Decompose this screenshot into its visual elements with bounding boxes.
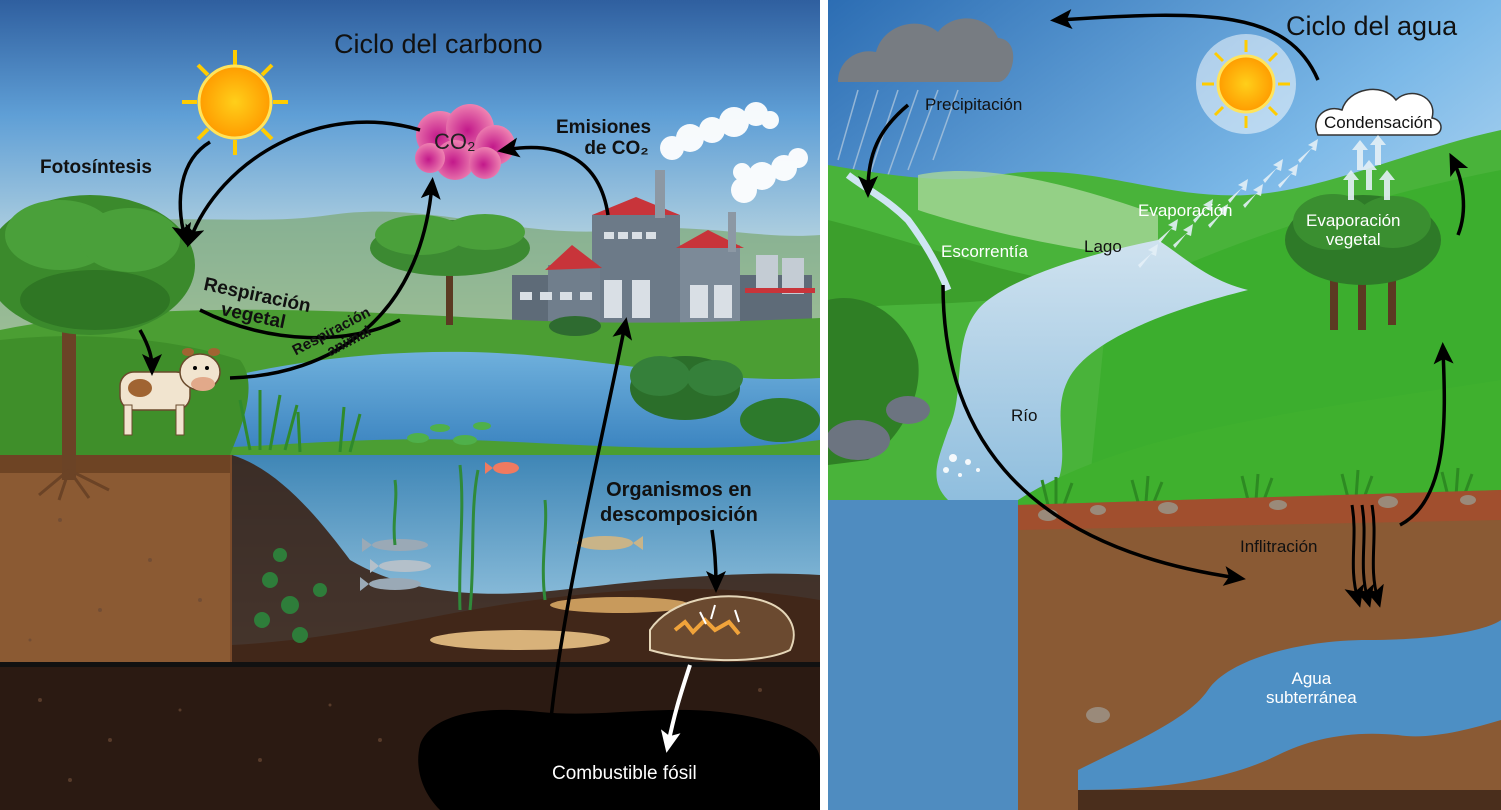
cow-icon xyxy=(119,348,221,436)
decomposition-label: Organismos en descomposición xyxy=(600,478,758,528)
water-cycle-title: Ciclo del agua xyxy=(1286,11,1458,41)
groundwater-up-arrow xyxy=(1399,342,1454,527)
fish-icon xyxy=(360,462,643,591)
plant-evaporation-label: Evaporación vegetal xyxy=(1306,211,1401,249)
condensation-to-rain-arrow xyxy=(1050,9,1320,81)
animal-respiration-arrow xyxy=(229,177,441,380)
plant-evaporation-label-line1: Evaporación xyxy=(1306,211,1401,230)
fossil-fuel-deposit xyxy=(418,709,820,810)
carbon-flow-arrows xyxy=(138,120,726,761)
photosynthesis-label: Fotosíntesis xyxy=(40,157,152,178)
co2-to-tree-arrow xyxy=(185,120,421,248)
plant-evaporation-label-line2: vegetal xyxy=(1325,229,1381,249)
photosynthesis-arrow xyxy=(171,140,211,246)
decomposition-label-line2: descomposición xyxy=(600,504,758,526)
co2-cloud-icon xyxy=(415,104,515,180)
water-cycle-panel: Ciclo del agua Precipitación Condensació… xyxy=(828,0,1501,810)
co2-cloud-label: CO₂ xyxy=(434,129,476,154)
lake-water xyxy=(828,500,1018,810)
fossil-fuel-label: Combustible fósil xyxy=(552,763,697,784)
precipitation-arrow xyxy=(858,103,910,198)
lily-pads xyxy=(407,422,491,445)
groundwater-label: Agua subterránea xyxy=(1266,669,1357,707)
precipitation-label: Precipitación xyxy=(925,95,1023,114)
factory-icon xyxy=(512,170,815,323)
smoke-clouds xyxy=(660,102,808,203)
infiltration-arrows-icon xyxy=(1344,504,1384,608)
evaporation-label: Evaporación xyxy=(1138,201,1233,220)
runoff-label: Escorrentía xyxy=(941,242,1028,261)
sun-icon xyxy=(182,50,288,155)
ivy-leaves xyxy=(254,548,327,643)
condensation-label: Condensación xyxy=(1324,113,1433,132)
river-label: Río xyxy=(1011,406,1038,425)
decomposition-arrow xyxy=(705,529,726,593)
bush-icon xyxy=(549,316,820,442)
river xyxy=(936,240,1248,500)
waterfall-splash xyxy=(943,454,980,477)
decomposition-to-fossil-arrow xyxy=(660,664,692,753)
water-cycle-scene xyxy=(828,0,1501,810)
plant-evaporation-arrow xyxy=(1449,152,1469,236)
condensation-cloud-icon xyxy=(1315,88,1442,136)
emissions-label: Emisiones de CO₂ xyxy=(556,117,652,160)
tree-to-cow-arrow xyxy=(138,329,162,376)
carbon-cycle-panel: Ciclo del carbono CO₂ Fotosíntesis Emisi… xyxy=(0,0,820,810)
decomposing-organisms-icon xyxy=(649,595,795,662)
reeds-icon xyxy=(238,390,362,453)
aquatic-plants-icon xyxy=(392,464,548,611)
groundwater-label-line1: Agua xyxy=(1291,669,1332,688)
lake-label: Lago xyxy=(1084,237,1122,256)
fossil-fuel-arrow xyxy=(546,317,633,761)
decomposition-label-line1: Organismos en xyxy=(606,479,752,501)
emissions-arrow xyxy=(497,137,610,216)
runoff-infiltration-arrow xyxy=(941,284,1246,586)
carbon-cycle-scene xyxy=(0,0,820,810)
rain-cloud-icon xyxy=(837,18,1014,181)
acacia-tree-icon xyxy=(370,214,530,325)
carbon-cycle-title: Ciclo del carbono xyxy=(334,29,543,59)
groundwater-label-line2: subterránea xyxy=(1266,687,1357,707)
rocks-icon xyxy=(828,396,930,460)
foreground-grass xyxy=(1018,380,1501,520)
tree-cluster-icon xyxy=(1285,194,1441,330)
plant-respiration-arrow xyxy=(199,308,401,340)
emissions-label-line1: Emisiones xyxy=(556,117,652,138)
infiltration-label: Inflitración xyxy=(1240,537,1318,556)
grass-tufts-icon xyxy=(1040,467,1474,506)
groundwater xyxy=(1078,620,1501,790)
evaporation-arrows-icon xyxy=(1138,135,1395,268)
sun-icon xyxy=(1196,34,1296,134)
tree-icon xyxy=(0,195,195,501)
emissions-label-line2: de CO₂ xyxy=(584,137,649,159)
water-flow-arrows xyxy=(858,9,1469,586)
